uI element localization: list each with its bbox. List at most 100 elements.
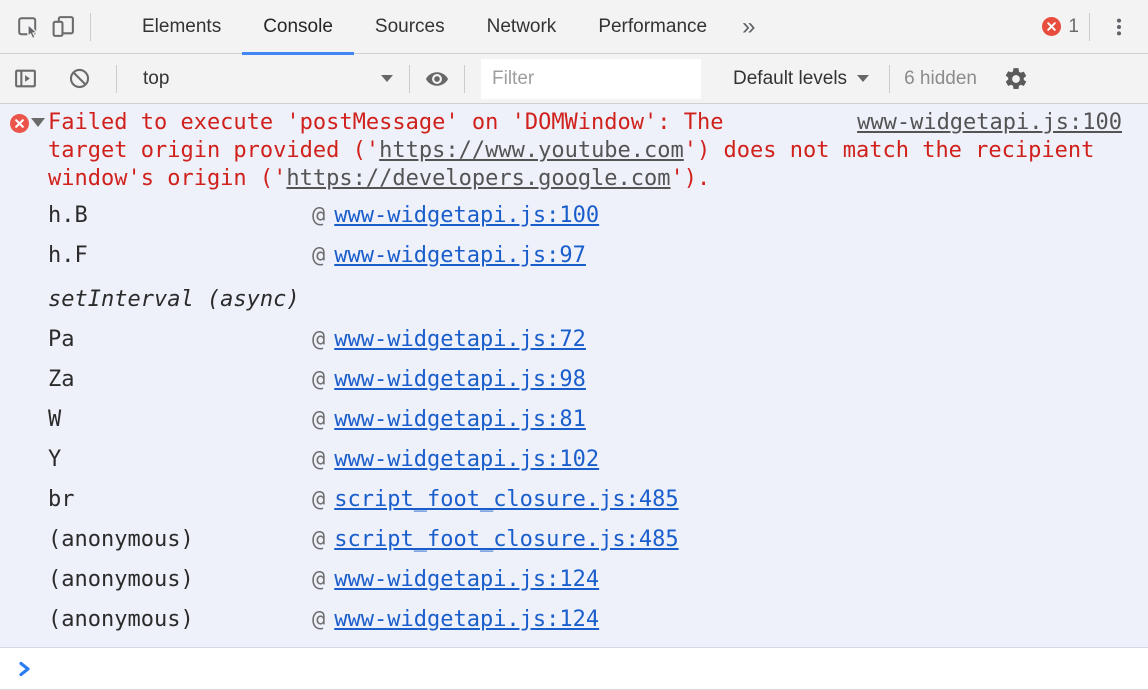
- stack-function: (anonymous): [48, 606, 194, 632]
- stack-frame-row: br @ script_foot_closure.js:485: [0, 479, 1148, 519]
- chevron-down-icon: [381, 75, 393, 82]
- devtools-tabbar: Elements Console Sources Network Perform…: [0, 0, 1148, 55]
- at-symbol: @: [312, 486, 326, 512]
- url-link[interactable]: https://developers.google.com: [286, 166, 671, 191]
- kebab-menu-icon: [1116, 18, 1122, 35]
- filter-input[interactable]: [481, 58, 701, 99]
- stack-async-row: setInterval (async): [0, 279, 1148, 319]
- stack-function: Za: [48, 366, 75, 392]
- message-origin-link[interactable]: www-widgetapi.js:100: [857, 110, 1122, 135]
- separator: [1089, 12, 1090, 41]
- devtools-menu-button[interactable]: [1102, 10, 1136, 44]
- at-symbol: @: [312, 366, 326, 392]
- clear-console-button[interactable]: [62, 62, 96, 96]
- execution-context-label: top: [143, 67, 170, 89]
- console-sidebar-icon: [14, 69, 36, 88]
- error-text: ') does not match the recipient: [683, 138, 1095, 163]
- clear-console-icon: [69, 68, 89, 89]
- tab-console[interactable]: Console: [242, 0, 354, 55]
- console-error-message: Failed to execute 'postMessage' on 'DOMW…: [0, 104, 1148, 639]
- async-label: setInterval (async): [48, 286, 300, 312]
- error-count-label: 1: [1068, 15, 1079, 37]
- stack-function: (anonymous): [48, 566, 194, 592]
- error-text: window's origin (': [48, 166, 287, 191]
- gear-icon: [1005, 67, 1027, 89]
- console-toolbar: top Default levels 6 hidden: [0, 54, 1148, 104]
- stack-function: h.F: [48, 242, 88, 268]
- separator: [464, 64, 465, 93]
- stack-trace: h.B @ www-widgetapi.js:100 h.F @ www-wid…: [0, 195, 1148, 639]
- stack-frame-row: Pa @ www-widgetapi.js:72: [0, 319, 1148, 359]
- separator: [889, 64, 891, 93]
- at-symbol: @: [312, 406, 326, 432]
- more-tabs-button[interactable]: »: [742, 12, 756, 40]
- stack-location-link[interactable]: www-widgetapi.js:102: [334, 446, 600, 472]
- tab-elements[interactable]: Elements: [142, 15, 222, 37]
- at-symbol: @: [312, 202, 326, 228]
- console-settings-button[interactable]: [999, 62, 1033, 96]
- stack-location-link[interactable]: script_foot_closure.js:485: [334, 486, 679, 512]
- stack-location-link[interactable]: www-widgetapi.js:81: [334, 406, 586, 432]
- error-text: ').: [670, 166, 711, 191]
- panel-tabs: Elements Console Sources Network Perform…: [121, 0, 728, 55]
- stack-frame-row: Y @ www-widgetapi.js:102: [0, 439, 1148, 479]
- at-symbol: @: [312, 566, 326, 592]
- inspect-cursor-icon: [18, 16, 39, 39]
- stack-frame-row: h.B @ www-widgetapi.js:100: [0, 195, 1148, 235]
- chevron-right-icon: [19, 661, 30, 676]
- url-link[interactable]: https://www.youtube.com: [379, 138, 684, 163]
- stack-frame-row: (anonymous) @ www-widgetapi.js:124: [0, 599, 1148, 639]
- log-levels-select[interactable]: Default levels: [733, 67, 870, 90]
- tabbar-right-cluster: 1: [1042, 10, 1148, 44]
- at-symbol: @: [312, 526, 326, 552]
- stack-function: (anonymous): [48, 526, 194, 552]
- tab-network[interactable]: Network: [486, 15, 557, 37]
- stack-location-link[interactable]: www-widgetapi.js:124: [334, 566, 600, 592]
- hidden-messages-label: 6 hidden: [904, 67, 977, 89]
- stack-location-link[interactable]: www-widgetapi.js:72: [334, 326, 586, 352]
- separator: [90, 12, 91, 41]
- at-symbol: @: [312, 446, 326, 472]
- console-divider: [0, 647, 1148, 648]
- stack-function: h.B: [48, 202, 88, 228]
- console-messages-area: Failed to execute 'postMessage' on 'DOMW…: [0, 104, 1148, 647]
- stack-collapse-triangle-icon[interactable]: [31, 118, 45, 127]
- error-count-badge: 1: [1042, 16, 1079, 38]
- chevron-down-icon: [857, 75, 870, 82]
- stack-location-link[interactable]: www-widgetapi.js:97: [334, 242, 586, 268]
- tab-sources[interactable]: Sources: [374, 15, 445, 37]
- tab-performance[interactable]: Performance: [598, 15, 708, 37]
- live-expression-eye-button[interactable]: [420, 62, 454, 96]
- at-symbol: @: [312, 606, 326, 632]
- execution-context-select[interactable]: top: [137, 64, 399, 94]
- stack-function: Pa: [48, 326, 75, 352]
- stack-location-link[interactable]: www-widgetapi.js:100: [334, 202, 600, 228]
- error-badge-icon: [1042, 17, 1062, 36]
- inspect-element-button[interactable]: [12, 10, 46, 44]
- separator: [409, 64, 410, 93]
- eye-icon: [425, 71, 449, 86]
- error-icon: [10, 114, 29, 133]
- at-symbol: @: [312, 242, 326, 268]
- device-toolbar-button[interactable]: [46, 10, 80, 44]
- stack-frame-row: (anonymous) @ www-widgetapi.js:124: [0, 559, 1148, 599]
- stack-location-link[interactable]: script_foot_closure.js:485: [334, 526, 679, 552]
- error-text: target origin provided (': [48, 138, 380, 163]
- stack-frame-row: W @ www-widgetapi.js:81: [0, 399, 1148, 439]
- stack-location-link[interactable]: www-widgetapi.js:124: [334, 606, 600, 632]
- stack-location-link[interactable]: www-widgetapi.js:98: [334, 366, 586, 392]
- device-toolbar-icon: [52, 16, 74, 37]
- error-text: Failed to execute 'postMessage' on 'DOMW…: [48, 110, 724, 135]
- stack-function: W: [48, 406, 62, 432]
- console-prompt[interactable]: [0, 648, 1148, 690]
- error-text-line: window's origin ('https://developers.goo…: [48, 165, 1148, 193]
- stack-frame-row: Za @ www-widgetapi.js:98: [0, 359, 1148, 399]
- stack-function: br: [48, 486, 75, 512]
- error-text-line: Failed to execute 'postMessage' on 'DOMW…: [48, 109, 1148, 137]
- error-text-line: target origin provided ('https://www.you…: [48, 137, 1148, 165]
- stack-frame-row: h.F @ www-widgetapi.js:97: [0, 235, 1148, 275]
- console-sidebar-toggle-button[interactable]: [8, 62, 42, 96]
- log-levels-label: Default levels: [733, 67, 848, 89]
- stack-frame-row: (anonymous) @ script_foot_closure.js:485: [0, 519, 1148, 559]
